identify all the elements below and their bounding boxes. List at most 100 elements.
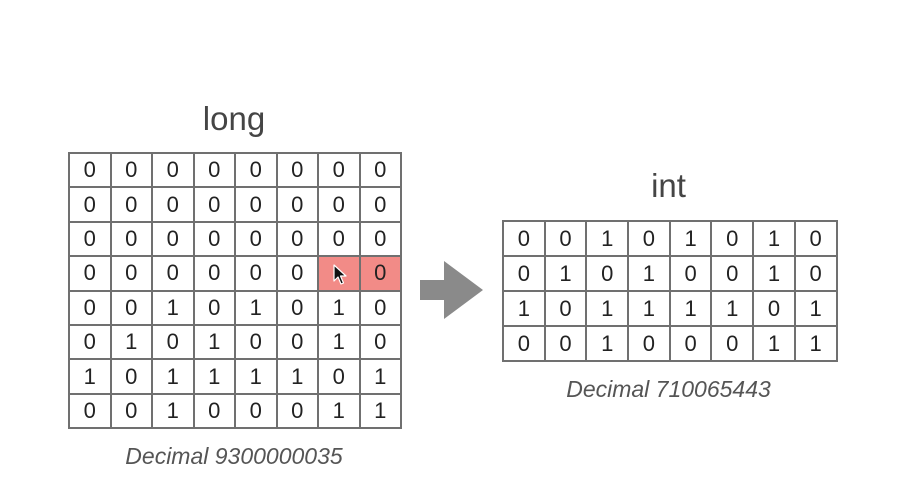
long-bit-cell: 0 [151,255,195,292]
int-bit-cell: 0 [710,325,755,362]
int-bit-cell: 1 [585,325,630,362]
long-bit-cell: 1 [151,392,195,430]
long-bit-cell: 1 [234,358,278,395]
long-bit-cell: 1 [358,392,402,430]
mouse-pointer-icon [333,264,347,285]
long-bit-cell: 0 [68,220,112,258]
long-bit-cell: 1 [317,392,361,430]
long-bit-cell: 0 [275,323,319,361]
long-bit-cell: 1 [68,358,112,395]
int-bit-cell: 1 [543,255,588,292]
int-bit-cell: 1 [752,255,796,292]
long-bit-cell: 1 [151,358,195,395]
long-decimal-caption: Decimal 9300000035 [125,443,343,469]
long-bit-cell: 0 [234,151,278,189]
long-bit-cell: 0 [234,392,278,430]
long-bit-cell: 0 [151,220,195,258]
int-bit-cell: 1 [502,290,546,327]
long-bit-cell: 0 [109,289,153,326]
long-bit-cell: 0 [358,220,402,258]
long-bit-cell: 0 [358,289,402,326]
int-bit-cell: 1 [710,290,755,327]
long-bit-cell: 0 [317,151,361,189]
long-bit-cell: 0 [109,220,153,258]
long-bit-cell: 0 [317,220,361,258]
int-decimal-caption: Decimal 710065443 [566,376,771,402]
int-bit-cell: 0 [627,220,671,257]
right-arrow-icon [420,261,483,319]
int-bit-cell: 0 [585,255,630,292]
long-bit-cell: 0 [151,186,195,223]
int-bit-cell: 1 [585,290,630,327]
int-bit-cell: 1 [793,290,838,327]
long-bit-cell: 0 [192,289,236,326]
long-bit-cell: 0 [109,186,153,223]
int-bit-cell: 0 [793,220,838,257]
int-bit-cell: 0 [543,290,588,327]
long-bit-cell: 0 [358,323,402,361]
long-bit-cell: 0 [192,255,236,292]
long-bit-cell: 0 [275,151,319,189]
int-bit-cell: 1 [627,290,671,327]
long-bit-cell: 0 [109,151,153,189]
int-bit-cell: 0 [710,255,755,292]
long-bit-cell: 0 [358,255,402,292]
int-bit-cell: 0 [502,220,546,257]
int-bit-cell: 1 [585,220,630,257]
long-bit-cell: 0 [234,186,278,223]
long-bit-cell: 0 [275,255,319,292]
int-bit-cell: 1 [752,325,796,362]
int-bit-cell: 0 [793,255,838,292]
long-bit-cell: 1 [234,289,278,326]
int-bit-cell: 0 [752,290,796,327]
long-bit-cell: 1 [192,358,236,395]
long-bit-cell: 0 [358,151,402,189]
int-bit-cell: 0 [543,325,588,362]
long-bit-cell: 0 [234,323,278,361]
long-bit-cell: 0 [109,392,153,430]
int-bit-cell: 1 [793,325,838,362]
int-bit-cell: 0 [627,325,671,362]
int-bit-cell: 0 [502,255,546,292]
int-bit-cell: 1 [752,220,796,257]
long-bit-cell: 0 [358,186,402,223]
long-bit-cell: 0 [275,186,319,223]
long-bit-cell: 1 [109,323,153,361]
long-bit-cell: 0 [68,323,112,361]
long-bit-cell [317,255,361,292]
long-bit-cell: 0 [192,392,236,430]
long-bit-cell: 0 [151,323,195,361]
long-bit-cell: 0 [192,186,236,223]
long-bit-cell: 0 [234,220,278,258]
int-bit-cell: 0 [710,220,755,257]
long-bit-cell: 0 [275,392,319,430]
int-bit-cell: 0 [668,255,713,292]
long-bit-cell: 0 [68,255,112,292]
int-bit-cell: 1 [668,220,713,257]
long-bit-cell: 0 [275,289,319,326]
long-bit-cell: 1 [275,358,319,395]
int-bit-cell: 1 [668,290,713,327]
long-bit-cell: 0 [68,186,112,223]
long-bit-cell: 0 [68,289,112,326]
int-bit-cell: 0 [543,220,588,257]
int-title: int [651,167,686,204]
long-bit-cell: 0 [192,220,236,258]
long-bit-cell: 0 [109,255,153,292]
long-bit-cell: 1 [358,358,402,395]
long-title: long [202,100,266,137]
long-bit-cell: 0 [234,255,278,292]
long-bit-cell: 0 [317,186,361,223]
